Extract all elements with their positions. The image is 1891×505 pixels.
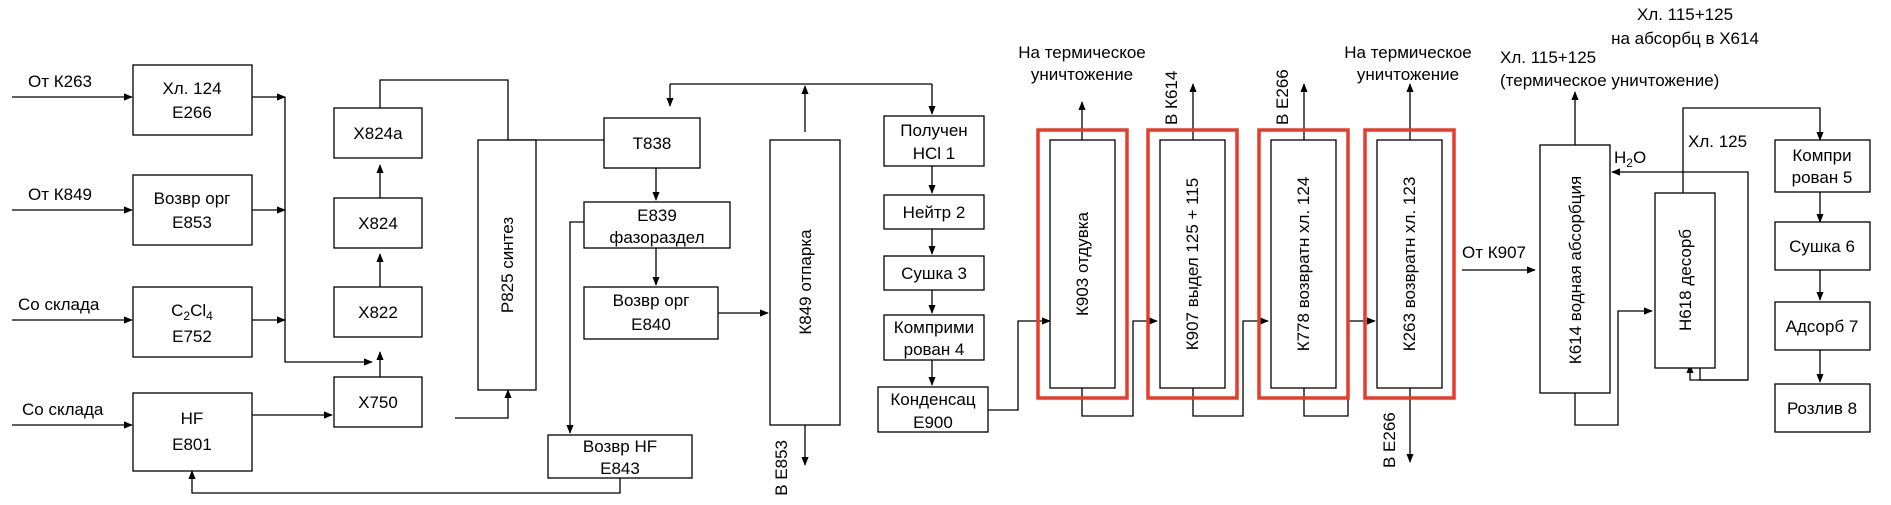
to-e853-label: В Е853 bbox=[772, 440, 791, 496]
e801-line2: Е801 bbox=[172, 435, 212, 454]
box-k907 bbox=[1159, 139, 1226, 389]
labels: От К263 От К849 Со склада Со склада От К… bbox=[18, 5, 1858, 496]
box-x824a bbox=[333, 107, 423, 159]
box-x750 bbox=[333, 376, 423, 428]
e843-line1: Возвр HF bbox=[583, 437, 657, 456]
box-k903 bbox=[1049, 139, 1116, 389]
highlight-k903 bbox=[1036, 128, 1129, 400]
f6-label: Сушка 6 bbox=[1789, 237, 1855, 256]
x824-label: Х824 bbox=[358, 214, 398, 233]
r825-label: Р825 синтез bbox=[498, 217, 517, 313]
r825-bottom-feed bbox=[455, 389, 512, 419]
box-k263 bbox=[1376, 139, 1443, 389]
box-s2 bbox=[883, 194, 985, 230]
thermal-2-line1: На термическое bbox=[1344, 43, 1472, 62]
box-s3 bbox=[883, 255, 985, 291]
thermal-1-line1: На термическое bbox=[1018, 43, 1146, 62]
box-r825 bbox=[477, 139, 537, 391]
k263-label: К263 возвратн хл. 123 bbox=[1400, 177, 1419, 352]
hl-thermal-line1: Хл. 115+125 bbox=[1500, 48, 1596, 67]
box-k614 bbox=[1539, 144, 1611, 394]
box-f6 bbox=[1774, 221, 1871, 271]
highlight-k778 bbox=[1257, 128, 1350, 400]
box-x824 bbox=[333, 197, 423, 249]
hl-top-line1: Хл. 115+125 bbox=[1637, 5, 1733, 24]
e839-line2: фазораздел bbox=[609, 228, 704, 247]
thermal-1-line2: уничтожение bbox=[1031, 65, 1133, 84]
k849-label: К849 отпарка bbox=[796, 229, 815, 335]
e843-line2: Е843 bbox=[600, 459, 640, 478]
k903-label: К903 отдувка bbox=[1073, 211, 1092, 316]
f8-label: Розлив 8 bbox=[1787, 399, 1857, 418]
input-from-store-2: Со склада bbox=[22, 400, 104, 419]
highlight-k263 bbox=[1363, 128, 1456, 400]
box-e900 bbox=[877, 386, 989, 433]
box-e801 bbox=[132, 392, 253, 472]
box-e752 bbox=[132, 286, 253, 358]
to-e266-top-label: В Е266 bbox=[1273, 69, 1292, 125]
s2-label: Нейтр 2 bbox=[903, 203, 966, 222]
x750-label: Х750 bbox=[358, 393, 398, 412]
box-e266 bbox=[132, 64, 253, 136]
e839-line1: Е839 bbox=[637, 206, 677, 225]
e853-line2: Е853 bbox=[172, 213, 212, 232]
e801-line1: HF bbox=[181, 409, 204, 428]
s3-label: Сушка 3 bbox=[901, 264, 967, 283]
n618-label: Н618 десорб bbox=[1676, 229, 1695, 331]
box-k778 bbox=[1270, 139, 1337, 389]
input-from-k263: От К263 bbox=[28, 72, 92, 91]
box-s1 bbox=[883, 115, 985, 167]
s1-line1: Получен bbox=[900, 121, 967, 140]
highlight-k907 bbox=[1146, 128, 1239, 400]
box-f7 bbox=[1774, 301, 1871, 351]
x824a-label: Х824а bbox=[353, 124, 403, 143]
e840-line2: Е840 bbox=[631, 315, 671, 334]
e266-line1: Хл. 124 bbox=[162, 79, 221, 98]
box-k849 bbox=[769, 139, 841, 426]
thermal-2-line2: уничтожение bbox=[1357, 65, 1459, 84]
highlight-frames bbox=[1036, 128, 1456, 400]
boxes bbox=[132, 64, 1871, 479]
to-e266-bottom-label: В Е266 bbox=[1380, 412, 1399, 468]
hl125-label: Хл. 125 bbox=[1688, 132, 1747, 151]
input-from-k849: От К849 bbox=[28, 185, 92, 204]
e853-line1: Возвр орг bbox=[154, 189, 231, 208]
hl-thermal-line2: (термическое уничтожение) bbox=[1500, 71, 1719, 90]
e900-line1: Конденсац bbox=[890, 390, 975, 409]
box-e853 bbox=[132, 174, 253, 246]
k614-label: К614 водная абсорбция bbox=[1566, 176, 1585, 364]
box-e839 bbox=[583, 201, 731, 249]
k907-label: К907 выдел 125 + 115 bbox=[1183, 178, 1202, 351]
e840-line1: Возвр орг bbox=[613, 291, 690, 310]
to-k614-label: В К614 bbox=[1162, 71, 1181, 125]
input-from-k907: От К907 bbox=[1462, 243, 1526, 262]
box-s4 bbox=[883, 314, 985, 361]
input-from-store-1: Со склада bbox=[18, 295, 100, 314]
box-n618 bbox=[1654, 192, 1716, 369]
e900-line2: Е900 bbox=[913, 413, 953, 432]
box-e840 bbox=[583, 286, 719, 340]
box-e843 bbox=[547, 434, 693, 479]
box-t838 bbox=[603, 117, 701, 169]
e752-line1: C2Cl4 bbox=[171, 301, 213, 323]
box-x822 bbox=[333, 286, 423, 338]
box-f5 bbox=[1774, 139, 1871, 193]
e752-line2: Е752 bbox=[172, 327, 212, 346]
h2o-label: H2O bbox=[1614, 148, 1646, 170]
x822-label: Х822 bbox=[358, 303, 398, 322]
f5-line2: рован 5 bbox=[1792, 168, 1853, 187]
e266-line2: Е266 bbox=[172, 103, 212, 122]
f5-line1: Компри bbox=[1792, 146, 1851, 165]
s4-line2: рован 4 bbox=[904, 340, 965, 359]
s1-line2: HCl 1 bbox=[913, 144, 956, 163]
t838-label: Т838 bbox=[633, 134, 672, 153]
k778-label: К778 возвратн хл. 124 bbox=[1294, 177, 1313, 352]
hl-top-line2: на абсорбц в Х614 bbox=[1611, 29, 1759, 48]
s4-line1: Комприми bbox=[894, 318, 974, 337]
f7-label: Адсорб 7 bbox=[1786, 317, 1859, 336]
box-f8 bbox=[1774, 383, 1871, 433]
